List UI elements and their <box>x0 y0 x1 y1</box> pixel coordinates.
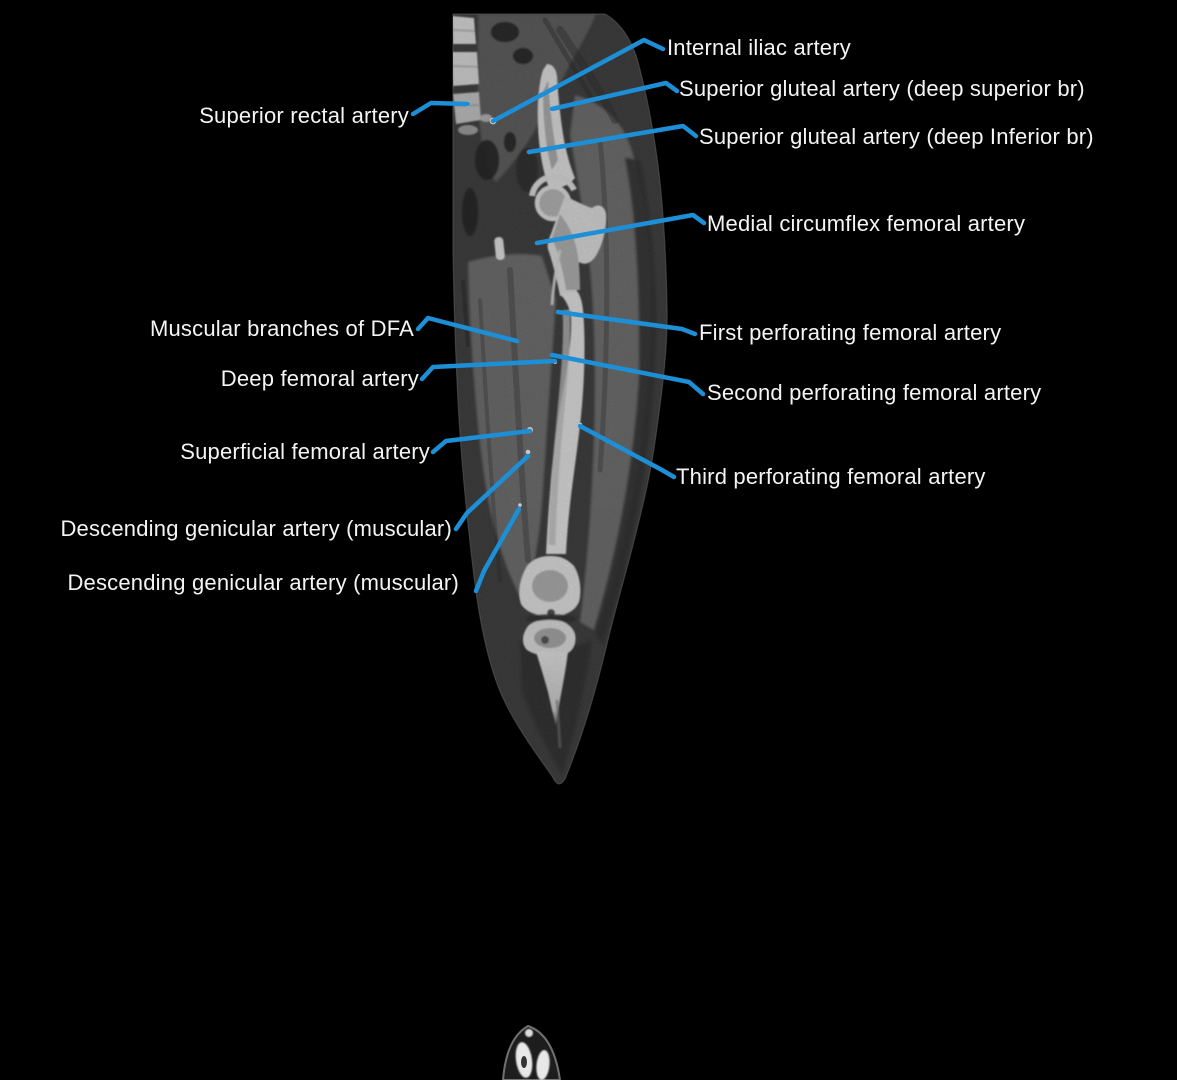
label-superior-gluteal-superior-br: Superior gluteal artery (deep superior b… <box>679 76 1085 101</box>
leader-first-perforating <box>555 309 698 337</box>
leader-superficial-femoral <box>430 428 533 455</box>
label-superficial-femoral-artery: Superficial femoral artery <box>180 439 430 464</box>
leader-muscular-branches-dfa <box>415 315 520 344</box>
leader-superior-rectal <box>410 100 471 117</box>
leader-lines <box>410 37 707 594</box>
leader-deep-femoral <box>419 358 558 382</box>
label-third-perforating-femoral: Third perforating femoral artery <box>676 464 986 489</box>
leader-third-perforating <box>577 423 677 480</box>
label-deep-femoral-artery: Deep femoral artery <box>220 366 419 391</box>
leader-medial-circumflex <box>534 212 707 246</box>
leader-descending-genicular-1 <box>453 453 531 532</box>
label-medial-circumflex-femoral: Medial circumflex femoral artery <box>707 211 1026 236</box>
label-superior-gluteal-inferior-br: Superior gluteal artery (deep Inferior b… <box>699 124 1094 149</box>
leader-sup-gluteal-superior <box>549 80 680 112</box>
leader-descending-genicular-2 <box>473 506 522 594</box>
label-muscular-branches-of-dfa: Muscular branches of DFA <box>149 316 414 341</box>
label-internal-iliac-artery: Internal iliac artery <box>667 35 851 60</box>
label-first-perforating-femoral: First perforating femoral artery <box>699 320 1002 345</box>
bottom-slice-fragment <box>501 1024 562 1080</box>
label-second-perforating-femoral: Second perforating femoral artery <box>707 380 1042 405</box>
label-superior-rectal-artery: Superior rectal artery <box>199 103 409 128</box>
label-descending-genicular-2: Descending genicular artery (muscular) <box>67 570 459 595</box>
label-descending-genicular-1: Descending genicular artery (muscular) <box>60 516 452 541</box>
leader-internal-iliac <box>490 37 666 124</box>
leader-sup-gluteal-inferior <box>526 123 699 155</box>
leader-second-perforating <box>549 352 706 397</box>
